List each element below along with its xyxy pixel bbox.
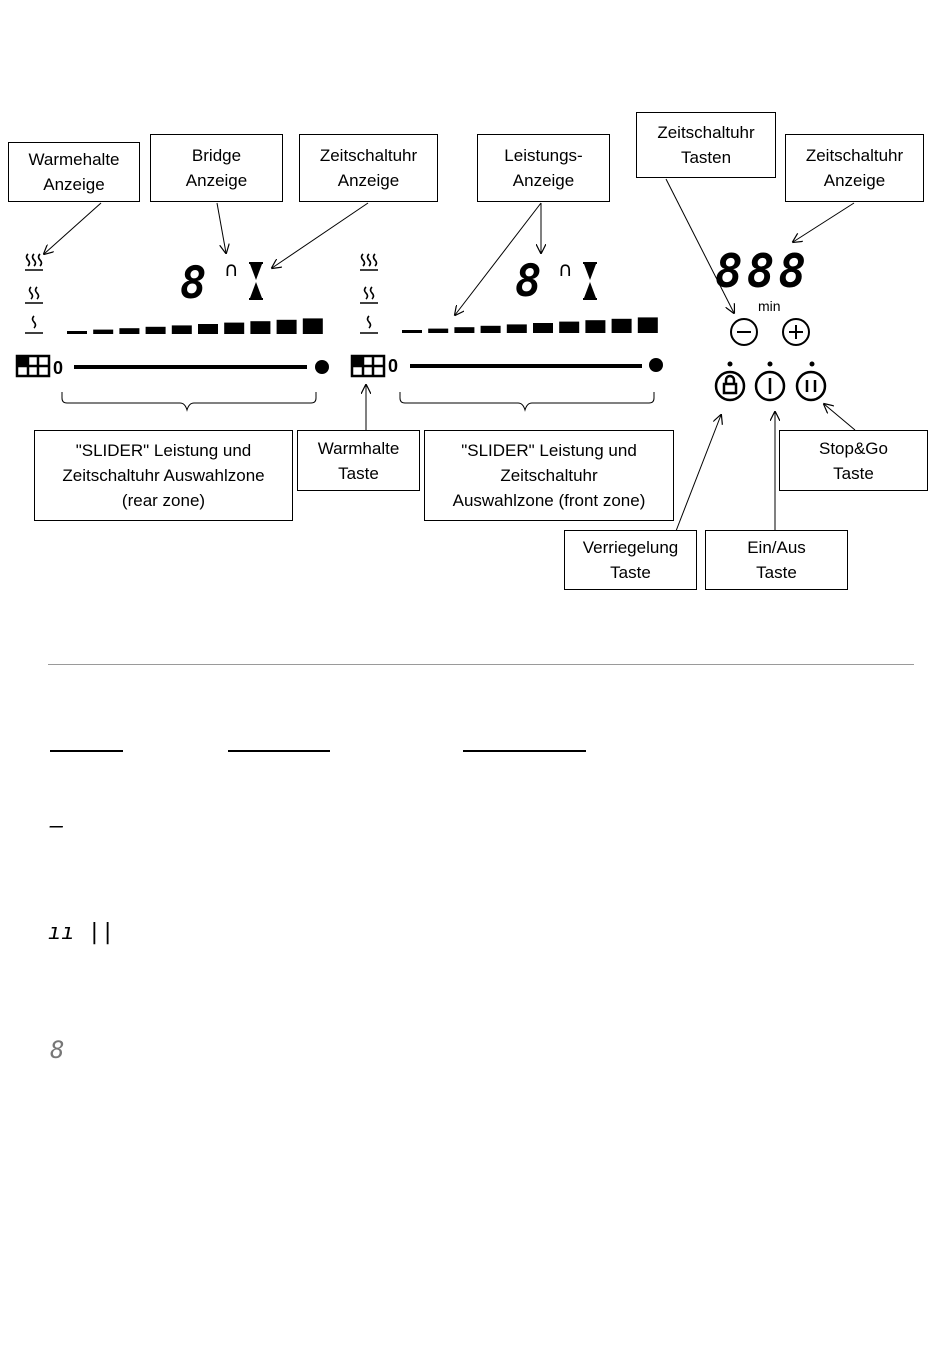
rear-power-level-bars xyxy=(67,318,323,334)
label-zeitschaltuhr-tasten: Zeitschaltuhr Tasten xyxy=(636,112,776,178)
rear-bridge-symbol: ∩ xyxy=(224,257,239,281)
front-power-bar-9 xyxy=(611,318,632,333)
front-slider-end-dot[interactable] xyxy=(649,358,663,372)
power-button[interactable] xyxy=(754,370,786,402)
rear-power-bar-9 xyxy=(276,319,297,334)
front-power-level-bars xyxy=(402,317,658,333)
underline-2 xyxy=(228,750,330,752)
rear-slider-zero: 0 xyxy=(53,358,63,378)
timer-display: 888 xyxy=(715,244,810,298)
front-power-bar-10 xyxy=(637,317,658,333)
pause-indicator-dot xyxy=(809,361,815,367)
rear-hourglass-icon xyxy=(249,262,263,300)
front-bridge-symbol: ∩ xyxy=(558,257,573,281)
label-zeitschaltuhr-anzeige-left: Zeitschaltuhr Anzeige xyxy=(299,134,438,202)
front-warmhalte-button[interactable] xyxy=(350,354,386,378)
label-verriegelung-taste: Verriegelung Taste xyxy=(564,530,697,590)
front-hourglass-icon xyxy=(583,262,597,300)
rear-power-bar-2 xyxy=(93,329,114,334)
front-power-bar-5 xyxy=(506,324,527,333)
rear-power-bar-4 xyxy=(145,326,166,334)
front-slider-zero: 0 xyxy=(388,356,398,376)
timer-plus-button[interactable] xyxy=(782,318,810,346)
front-power-bar-2 xyxy=(428,328,449,333)
front-power-bar-6 xyxy=(533,323,553,333)
rear-slider-brace xyxy=(61,392,317,412)
rear-slider-end-dot[interactable] xyxy=(315,360,329,374)
rear-power-bar-5 xyxy=(171,325,192,334)
front-power-bar-1 xyxy=(402,330,422,333)
label-ein-aus-taste: Ein/Aus Taste xyxy=(705,530,848,590)
front-zone-digit: 8 xyxy=(515,256,542,307)
label-warmehalte-anzeige: Warmehalte Anzeige xyxy=(8,142,140,202)
rear-zone-digit: 8 xyxy=(180,258,207,309)
rear-power-bar-8 xyxy=(250,321,271,334)
underline-3 xyxy=(463,750,586,752)
front-power-bar-8 xyxy=(585,320,606,333)
timer-minus-button[interactable] xyxy=(730,318,758,346)
segment-dash-glyph: – xyxy=(50,814,64,839)
label-slider-rear: "SLIDER" Leistung und Zeitschaltuhr Ausw… xyxy=(34,430,293,521)
label-bridge-anzeige: Bridge Anzeige xyxy=(150,134,283,202)
label-warmhalte-taste: Warmhalte Taste xyxy=(297,430,420,491)
rear-warmhalte-indicator xyxy=(25,253,43,334)
lock-button[interactable] xyxy=(714,370,746,402)
label-zeitschaltuhr-anzeige-right: Zeitschaltuhr Anzeige xyxy=(785,134,924,202)
segment-bars-glyph: ıı || xyxy=(48,920,115,945)
leader-arrows xyxy=(44,178,856,532)
front-power-bar-7 xyxy=(559,321,580,333)
label-slider-front: "SLIDER" Leistung und Zeitschaltuhr Ausw… xyxy=(424,430,674,521)
underline-1 xyxy=(50,750,123,752)
front-warmhalte-indicator xyxy=(360,253,378,334)
stop-go-button[interactable] xyxy=(795,370,827,402)
rear-warmhalte-button[interactable] xyxy=(15,354,51,378)
rear-power-bar-7 xyxy=(224,322,245,334)
lock-indicator-dot xyxy=(727,361,733,367)
rear-power-bar-10 xyxy=(302,318,323,334)
timer-unit-label: min xyxy=(758,298,781,314)
power-indicator-dot xyxy=(767,361,773,367)
front-power-bar-3 xyxy=(454,327,475,333)
label-leistungs-anzeige: Leistungs- Anzeige xyxy=(477,134,610,202)
front-power-bar-4 xyxy=(480,325,501,333)
rear-power-bar-3 xyxy=(119,328,140,334)
segment-eight-glyph: 8 xyxy=(50,1036,65,1064)
section-divider xyxy=(48,664,914,665)
rear-power-bar-1 xyxy=(67,331,87,334)
front-slider-brace xyxy=(399,392,655,412)
label-stop-go-taste: Stop&Go Taste xyxy=(779,430,928,491)
rear-power-bar-6 xyxy=(198,324,218,334)
